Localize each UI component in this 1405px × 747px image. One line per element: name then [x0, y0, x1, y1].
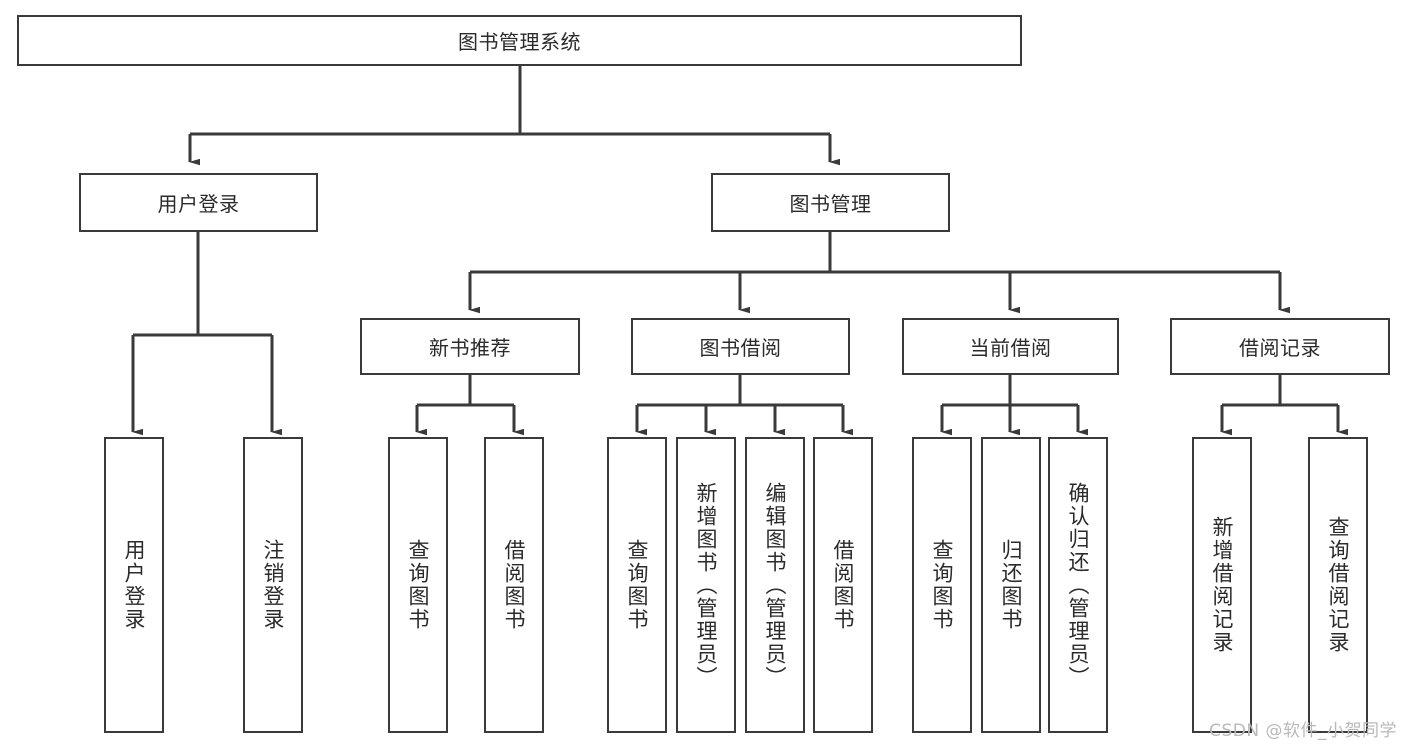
node-label: 确认归还（管理员） [1066, 481, 1091, 689]
node-current-borrow[interactable]: 当前借阅 [902, 318, 1119, 375]
leaf-record-add-borrow-record[interactable]: 新增借阅记录 [1192, 437, 1252, 733]
watermark: CSDN @软件_小贺同学 [1209, 721, 1397, 741]
leaf-user-logout[interactable]: 注销登录 [243, 437, 303, 733]
node-book-management[interactable]: 图书管理 [711, 173, 950, 232]
node-label: 归还图书 [999, 539, 1024, 631]
node-label: 图书借阅 [699, 336, 782, 360]
node-label: 新增借阅记录 [1210, 516, 1235, 654]
node-label: 新书推荐 [429, 336, 511, 360]
node-root-system[interactable]: 图书管理系统 [17, 15, 1022, 66]
node-label: 当前借阅 [969, 336, 1052, 360]
node-label: 查询图书 [625, 539, 650, 631]
leaf-borrow-add-book-admin[interactable]: 新增图书（管理员） [676, 437, 736, 733]
leaf-current-return-book[interactable]: 归还图书 [981, 437, 1041, 733]
leaf-recommend-borrow-book[interactable]: 借阅图书 [484, 437, 544, 733]
node-label: 注销登录 [261, 539, 286, 631]
leaf-borrow-edit-book-admin[interactable]: 编辑图书（管理员） [745, 437, 805, 733]
node-label: 图书管理系统 [458, 30, 581, 54]
leaf-user-login[interactable]: 用户登录 [104, 437, 164, 733]
node-borrow-record[interactable]: 借阅记录 [1170, 318, 1390, 375]
node-label: 用户登录 [157, 192, 240, 216]
leaf-recommend-query-book[interactable]: 查询图书 [388, 437, 448, 733]
leaf-current-query-book[interactable]: 查询图书 [912, 437, 972, 733]
node-label: 图书管理 [789, 192, 872, 216]
node-label: 编辑图书（管理员） [763, 481, 788, 689]
node-label: 查询图书 [930, 539, 955, 631]
node-label: 新增图书（管理员） [694, 481, 719, 689]
leaf-borrow-borrow-book[interactable]: 借阅图书 [813, 437, 873, 733]
node-label: 查询借阅记录 [1326, 516, 1351, 654]
leaf-borrow-query-book[interactable]: 查询图书 [607, 437, 667, 733]
node-new-book-recommend[interactable]: 新书推荐 [360, 318, 580, 375]
node-label: 查询图书 [406, 539, 431, 631]
node-book-borrow[interactable]: 图书借阅 [631, 318, 850, 375]
node-label: 借阅记录 [1239, 336, 1321, 360]
node-label: 借阅图书 [502, 539, 527, 631]
node-label: 用户登录 [122, 539, 147, 631]
node-label: 借阅图书 [831, 539, 856, 631]
node-user-login[interactable]: 用户登录 [79, 173, 318, 232]
leaf-current-confirm-return-admin[interactable]: 确认归还（管理员） [1048, 437, 1108, 733]
leaf-record-query-borrow-record[interactable]: 查询借阅记录 [1308, 437, 1368, 733]
